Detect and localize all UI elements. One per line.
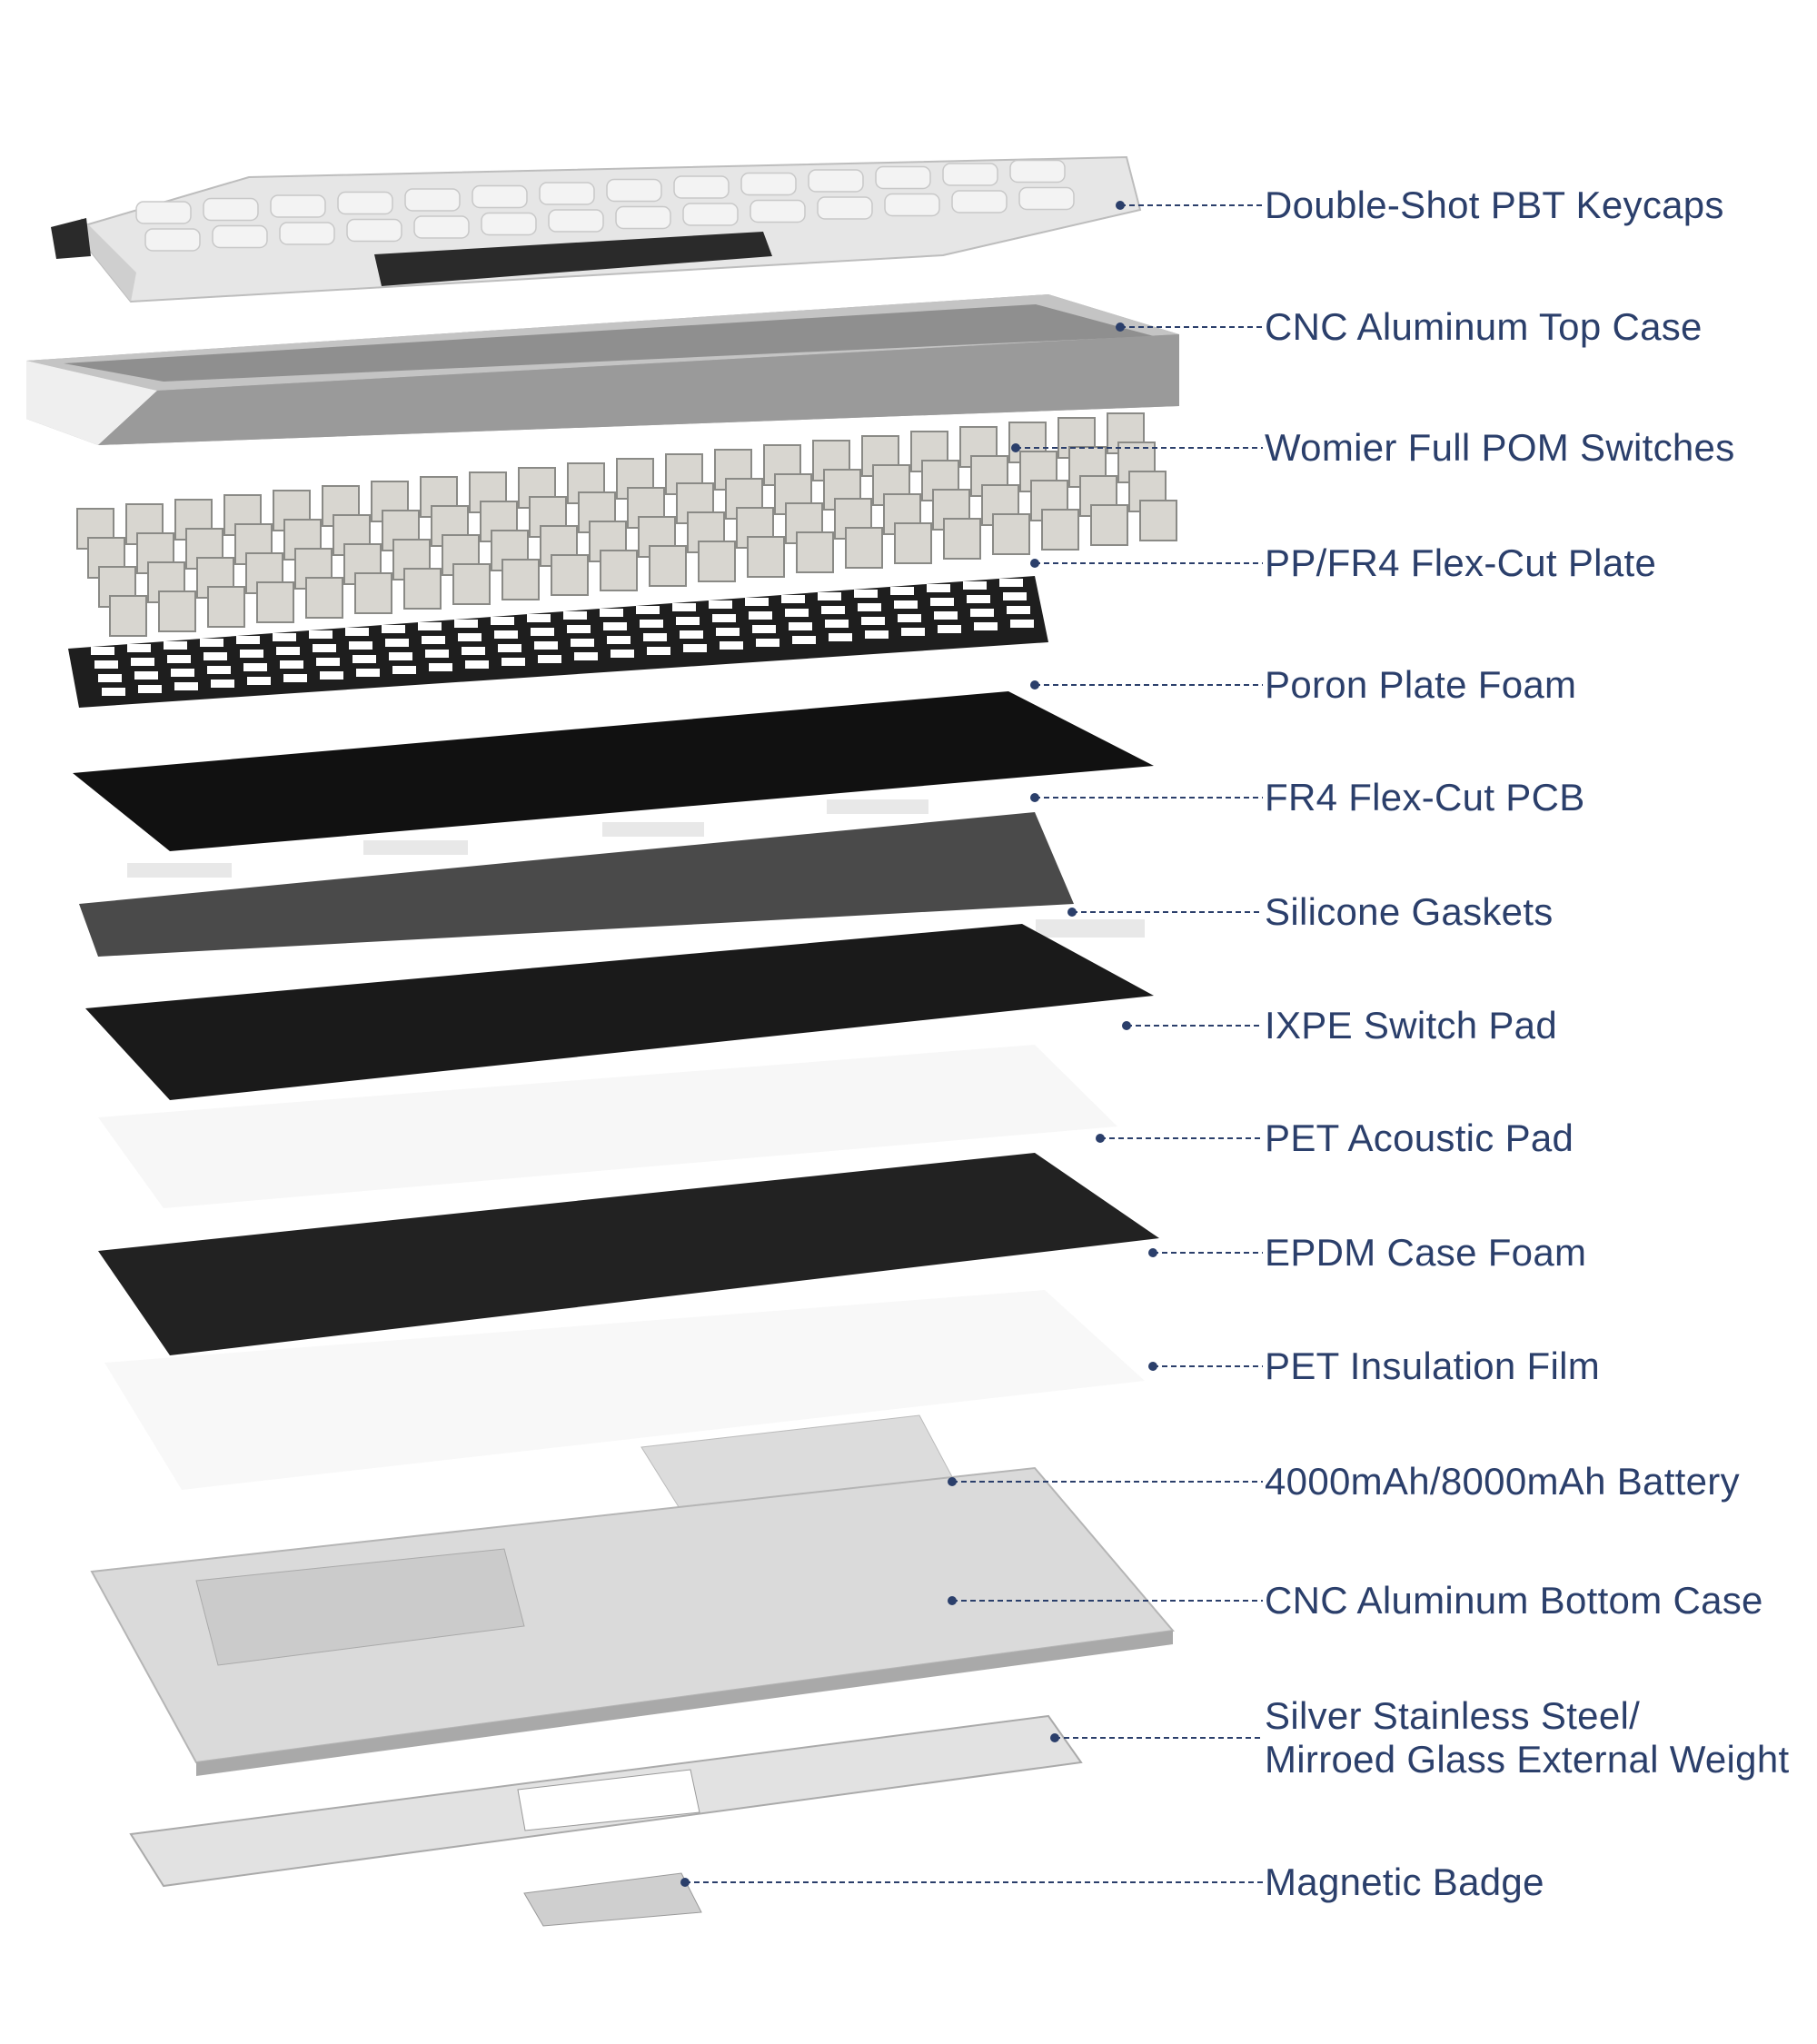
switch [992,513,1030,555]
leader-dot [1122,1021,1131,1030]
keycap [884,193,940,217]
leader-dot [1148,1248,1157,1257]
leader-dot [1030,680,1039,690]
switch [452,563,491,605]
ixpe-pad-layer [85,924,1154,1100]
keycap [951,190,1008,213]
escape-key [51,218,91,259]
keycap [279,222,335,245]
callout-plate: PP/FR4 Flex-Cut Plate [1265,541,1657,584]
keycap [740,172,797,196]
callout-pet-insulation-film: PET Insulation Film [1265,1344,1601,1387]
pcb-layer [79,812,1074,957]
callout-magnetic-badge: Magnetic Badge [1265,1860,1544,1903]
keycap [472,184,528,209]
switch [501,559,540,600]
switch [158,590,196,632]
keycap [615,205,671,230]
switch [207,586,245,628]
callout-pet-acoustic-pad: PET Acoustic Pad [1265,1116,1574,1159]
external-weight [129,1714,1083,1888]
callout-silicone-gaskets: Silicone Gaskets [1265,890,1554,933]
switch [1041,509,1079,551]
switches-layer [76,412,1177,637]
callout-battery: 4000mAh/8000mAh Battery [1265,1460,1740,1503]
keycap [673,175,730,199]
switch [649,545,687,587]
switch [354,572,392,614]
switch [747,536,785,578]
pet-acoustic-pad-layer [98,1045,1117,1208]
callout-poron-foam: Poron Plate Foam [1265,663,1577,706]
keycap [539,182,595,205]
keycap [203,197,259,222]
keycap [270,194,326,218]
leader-dot [1096,1134,1105,1143]
switch [698,541,736,582]
keycap [750,199,806,223]
callout-top-case: CNC Aluminum Top Case [1265,305,1703,348]
switch [1090,504,1128,546]
keycap [606,178,662,203]
callout-keycaps: Double-Shot PBT Keycaps [1265,184,1724,226]
callout-external-weight-line1: Silver Stainless Steel/ [1265,1694,1641,1737]
switch [551,554,589,596]
keycap [135,201,192,224]
bottom-case-layer [90,1466,1175,1776]
switch [894,522,932,564]
keycap [682,203,739,226]
pet-insulation-film-layer [104,1290,1145,1490]
callout-external-weight: Silver Stainless Steel/ Mirroed Glass Ex… [1265,1694,1789,1781]
leader-dot [1030,793,1039,802]
spacebar [374,232,772,286]
leader-dot [1116,201,1125,210]
poron-foam-layer [73,691,1154,851]
keycap [548,209,604,233]
callout-ixpe-pad: IXPE Switch Pad [1265,1004,1557,1047]
top-case-layer [26,294,1179,445]
leader-dot [948,1596,957,1605]
switch [796,531,834,573]
leader-dot [1030,559,1039,568]
switch [600,550,638,591]
keycap [1009,159,1066,184]
callout-epdm-foam: EPDM Case Foam [1265,1231,1587,1274]
keycaps-layer [51,155,1142,303]
keycap [404,188,461,212]
switch [305,577,343,619]
keycap [875,165,931,190]
keycap [413,215,470,239]
keycap [1018,186,1075,211]
leader-dot [1050,1733,1059,1742]
leader-dot [1148,1362,1157,1371]
leader-dot [948,1477,957,1486]
keycap [337,191,393,215]
keycap [481,212,537,236]
switch [109,595,147,637]
switch [1139,500,1177,541]
keycap [808,169,864,193]
keycap [346,218,402,243]
leader-dot [1116,322,1125,332]
epdm-foam-layer [98,1153,1159,1355]
magnetic-badge [523,1872,702,1927]
switch [943,518,981,560]
leader-dot [1011,443,1020,452]
keycap [942,163,998,186]
switch [256,581,294,623]
keycap [144,228,201,252]
keycap [212,224,268,249]
leader-dot [1067,908,1077,917]
callout-external-weight-line2: Mirroed Glass External Weight [1265,1738,1790,1781]
keycap [817,196,873,220]
leader-dot [680,1878,690,1887]
callout-switches: Womier Full POM Switches [1265,426,1735,469]
switch [845,527,883,569]
callout-bottom-case: CNC Aluminum Bottom Case [1265,1579,1763,1622]
switch [403,568,442,610]
callout-pcb: FR4 Flex-Cut PCB [1265,776,1585,819]
leader-lines [680,201,1263,1887]
